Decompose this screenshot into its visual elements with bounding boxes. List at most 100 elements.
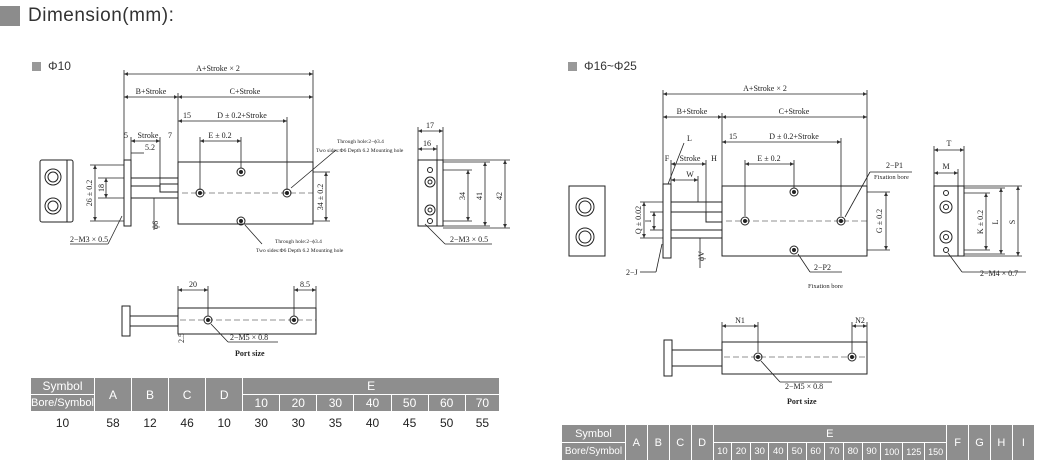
dim-w-right: W xyxy=(686,170,694,179)
e-col-header: 60 xyxy=(805,442,826,461)
m5-left-label: 2−M5 × 0.8 xyxy=(230,333,268,342)
right-spec-table: Symbol A B C D E F G H I Bore/Symbol 10 … xyxy=(561,424,1036,461)
dim-b-stroke-right: B+Stroke xyxy=(677,107,708,116)
col-g-header: G xyxy=(968,424,991,461)
fixation-bore-1: Fixation bore xyxy=(874,174,909,181)
e-col-header: 10 xyxy=(712,442,733,461)
dim-18-left: 18 xyxy=(97,184,106,192)
dim-h-right: H xyxy=(711,154,717,163)
dim-e-right: E ± 0.2 xyxy=(757,154,780,163)
dim-a-stroke-right: A+Stroke × 2 xyxy=(743,84,787,93)
dim-17-left: 17 xyxy=(426,121,434,130)
table-cell: 12 xyxy=(143,416,157,430)
e-col-header: 50 xyxy=(787,442,807,461)
e-col-header: 40 xyxy=(768,442,789,461)
e-col-header: 70 xyxy=(824,442,845,461)
col-f-header: F xyxy=(946,424,970,461)
e-col-header: 20 xyxy=(731,442,751,461)
dim-c-stroke-left: C+Stroke xyxy=(230,87,261,96)
e-col-header: 30 xyxy=(316,394,355,412)
dim-l-right: L xyxy=(687,134,692,143)
dim-41-left: 41 xyxy=(475,192,484,200)
dim-i-right: I xyxy=(644,219,653,222)
col-i-header: I xyxy=(1011,424,1036,461)
table-cell: 30 xyxy=(291,416,305,430)
col-c-header: C xyxy=(168,377,207,412)
dim-a-stroke-left: A+Stroke × 2 xyxy=(196,64,240,73)
dim-25-left: 2.5 xyxy=(177,333,186,343)
dim-q-right: Q ± 0.02 xyxy=(634,206,643,234)
dim-15-right: 15 xyxy=(729,132,737,141)
page-title: Dimension(mm): xyxy=(0,4,174,28)
dim-n2-right: N2 xyxy=(855,316,865,325)
thru-hole-top-1: Through hole:2−ϕ3.4 xyxy=(337,139,384,145)
dim-52-left: 5.2 xyxy=(145,143,155,152)
e-col-header: 60 xyxy=(427,394,466,412)
dim-c-stroke-right: C+Stroke xyxy=(779,107,810,116)
left-main-body xyxy=(123,159,314,227)
table-cell: 50 xyxy=(440,416,454,430)
square-bullet-icon xyxy=(32,61,41,71)
m5-right-label: 2−M5 × 0.8 xyxy=(785,382,823,391)
dim-stroke-right: Stroke xyxy=(680,154,701,163)
port-size-left: Port size xyxy=(235,349,265,358)
table-cell: 46 xyxy=(180,416,194,430)
dim-42-left: 42 xyxy=(495,192,504,200)
symbol-header: Symbol xyxy=(30,377,95,395)
table-row: 10 58 12 46 10 30 30 35 40 45 50 55 xyxy=(31,412,500,435)
col-b-header: B xyxy=(131,377,170,412)
dim-34b-left: 34 xyxy=(458,192,467,200)
e-col-header: 40 xyxy=(353,394,392,412)
dim-m-right: M xyxy=(942,162,949,171)
right-end-view xyxy=(568,185,606,257)
dim-phiv-right: ϕV xyxy=(697,251,706,261)
e-col-header: 30 xyxy=(749,442,770,461)
fixation-bore-2: Fixation bore xyxy=(808,283,843,290)
dim-26-left: 26 ± 0.2 xyxy=(85,180,94,206)
left-spec-table: Symbol A B C D E Bore/Symbol 10 20 30 40… xyxy=(30,377,501,435)
col-e-header: E xyxy=(242,377,500,395)
dim-e-left: E ± 0.2 xyxy=(208,131,231,140)
right-section-title-text: Φ16~Φ25 xyxy=(584,59,637,73)
col-d-header: D xyxy=(690,424,714,461)
table-cell: 58 xyxy=(106,416,120,430)
col-c-header: C xyxy=(668,424,692,461)
e-col-header: 125 xyxy=(902,442,926,461)
dim-g-right: G ± 0.2 xyxy=(875,209,884,233)
e-col-header: 70 xyxy=(464,394,501,412)
dim-34-left: 34 ± 0.2 xyxy=(316,184,325,210)
left-end-view xyxy=(39,159,74,223)
e-col-header: 80 xyxy=(843,442,863,461)
left-bottom-view xyxy=(121,305,317,337)
left-side-view xyxy=(417,159,444,227)
p1-label: 2−P1 xyxy=(886,161,903,170)
col-a-header: A xyxy=(624,424,648,461)
p2-label: 2−P2 xyxy=(814,263,831,272)
bore-symbol-header: Bore/Symbol xyxy=(561,442,626,461)
dim-l2-right: L xyxy=(991,219,1000,224)
e-col-header: 20 xyxy=(279,394,318,412)
col-b-header: B xyxy=(646,424,670,461)
j-label: 2−J xyxy=(626,268,638,277)
dim-20-left: 20 xyxy=(189,280,197,289)
left-section-title-text: Φ10 xyxy=(48,59,71,73)
page-title-text: Dimension(mm): xyxy=(28,5,175,26)
dim-d-stroke-left: D ± 0.2+Stroke xyxy=(217,111,267,120)
title-square-icon xyxy=(0,6,20,26)
thru-hole-bottom-1: Through hole:2−ϕ3.4 xyxy=(275,239,322,245)
table-cell: 45 xyxy=(402,416,417,430)
dim-f-right: F xyxy=(665,154,670,163)
col-d-header: D xyxy=(205,377,244,412)
m4-right-label: 2−M4 × 0.7 xyxy=(980,269,1018,278)
port-size-right: Port size xyxy=(787,397,817,406)
dim-s-right: S xyxy=(1008,220,1017,224)
thru-hole-bottom-2: Two sides:Φ6 Depth 6.2 Mounting hole xyxy=(256,248,344,254)
square-bullet-icon xyxy=(568,61,577,71)
dim-85-left: 8.5 xyxy=(300,280,310,289)
col-e-header: E xyxy=(712,424,948,443)
col-a-header: A xyxy=(93,377,133,412)
e-col-header: 100 xyxy=(880,442,904,461)
table-cell: 40 xyxy=(365,416,380,430)
e-col-header: 50 xyxy=(390,394,429,412)
